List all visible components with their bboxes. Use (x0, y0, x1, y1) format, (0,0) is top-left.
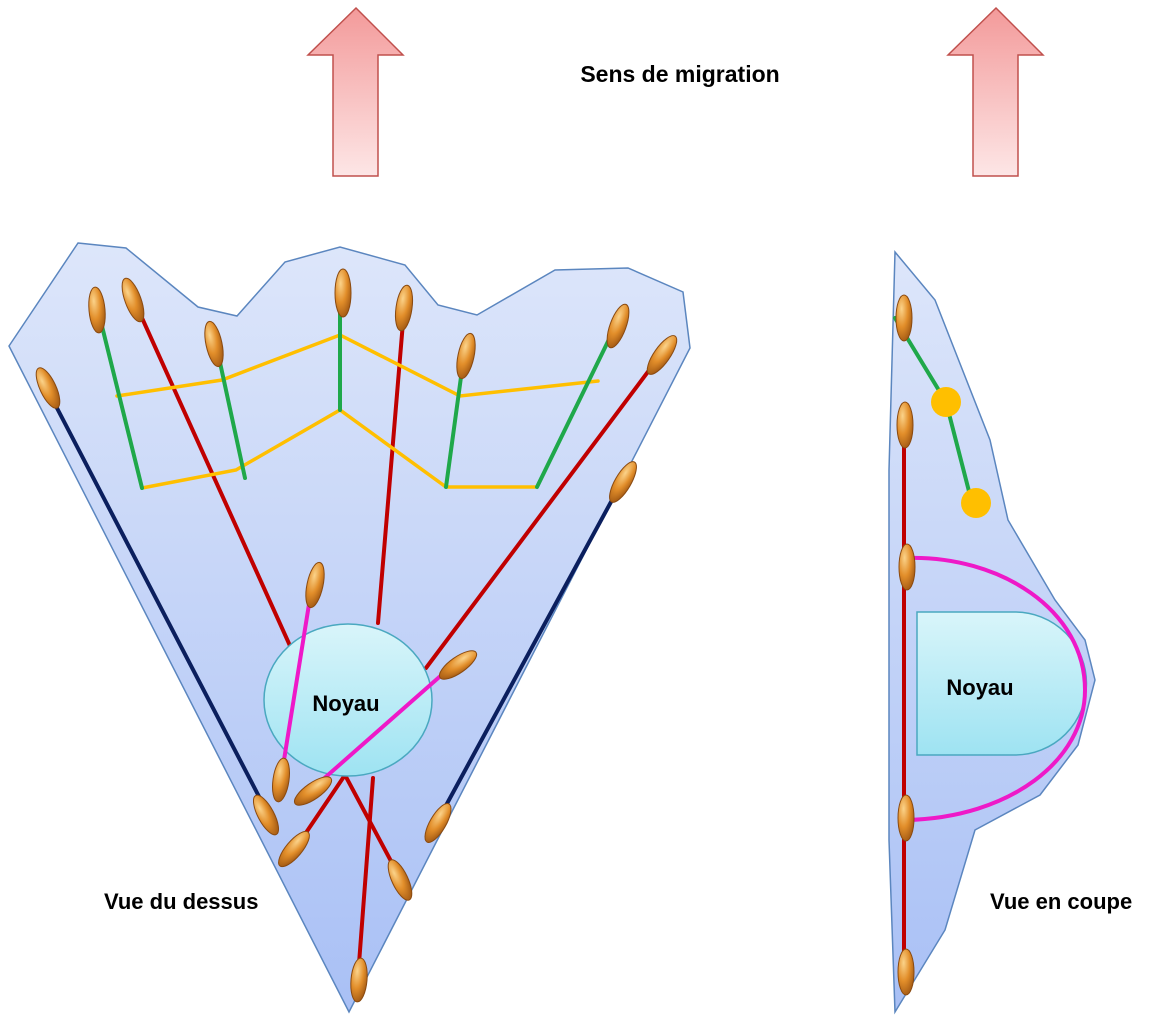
focal-adhesion-icon (293, 776, 333, 806)
focal-adhesion-icon (606, 303, 630, 349)
nucleus-top-view (263, 623, 433, 777)
section-view-label: Vue en coupe (990, 889, 1133, 914)
focal-adhesions (35, 268, 916, 1003)
focal-adhesion-icon (35, 367, 61, 409)
focal-adhesion-icon (305, 561, 325, 609)
focal-adhesion-icon (350, 957, 368, 1003)
focal-adhesion-icon (456, 332, 476, 380)
focal-adhesion-icon (121, 277, 145, 323)
focal-adhesion-icon (438, 650, 478, 680)
focal-adhesion-icon (895, 294, 913, 342)
focal-adhesion-icon (646, 335, 678, 375)
focal-adhesion-icon (424, 803, 452, 843)
focal-adhesion-icon (897, 794, 915, 842)
focal-adhesion-icon (334, 268, 352, 318)
focal-adhesion-icon (394, 284, 414, 332)
yellow-fiber-cross-sections (931, 387, 991, 518)
focal-adhesion-icon (88, 286, 106, 334)
focal-adhesion-icon (897, 948, 915, 996)
migration-direction-label: Sens de migration (580, 61, 780, 87)
focal-adhesion-icon (898, 543, 916, 591)
focal-adhesion-icon (896, 401, 914, 449)
focal-adhesion-icon (252, 794, 280, 836)
migration-arrow-icon (306, 6, 405, 177)
magenta-fibers (282, 555, 1088, 822)
top-view-label: Vue du dessus (104, 889, 259, 914)
focal-adhesion-icon (204, 320, 224, 368)
focal-adhesion-icon (272, 757, 290, 803)
focal-adhesion-icon (278, 830, 310, 868)
focal-adhesion-icon (609, 461, 637, 503)
nucleus-top-label: Noyau (312, 691, 380, 716)
focal-adhesion-icon (387, 859, 413, 901)
migration-arrow-icon (946, 6, 1045, 177)
nucleus-section-label: Noyau (946, 675, 1014, 700)
dark-blue-fibers (43, 383, 626, 824)
